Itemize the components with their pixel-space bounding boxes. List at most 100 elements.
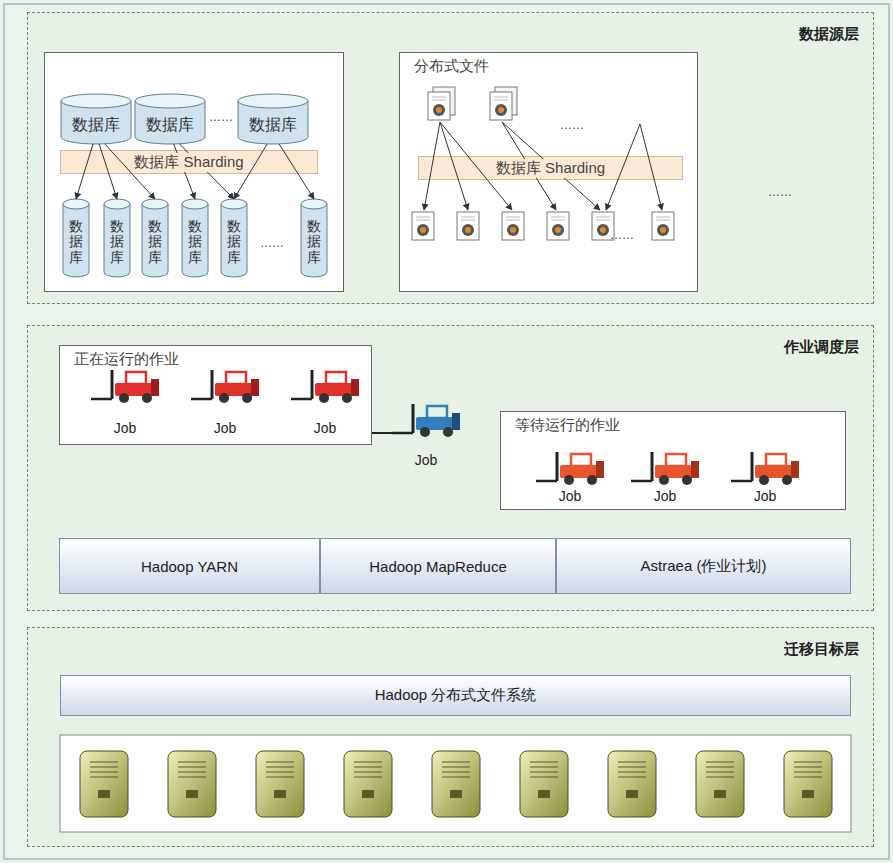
database-cylinder: 数据库 bbox=[237, 93, 309, 145]
database-cylinder: 数据库 bbox=[141, 198, 169, 278]
database-cylinder: 数据库 bbox=[300, 198, 328, 278]
job-label: Job bbox=[654, 488, 677, 504]
layer-panel: 迁移目标层 Hadoop 分布式文件系统 bbox=[27, 627, 874, 847]
node-label: 等待运行的作业 bbox=[501, 412, 845, 435]
forklift-icon bbox=[536, 452, 604, 485]
node-label: 数据库 bbox=[188, 219, 202, 265]
node-label: 正在运行的作业 bbox=[60, 346, 371, 369]
sharding-arrow bbox=[234, 144, 267, 199]
file-arrow bbox=[424, 122, 440, 210]
sharding-arrow bbox=[76, 144, 93, 199]
node-label: Hadoop 分布式文件系统 bbox=[375, 686, 537, 705]
component-bar: Hadoop 分布式文件系统 bbox=[60, 675, 851, 716]
sharding-arrow bbox=[174, 144, 195, 199]
forklift-icon bbox=[191, 370, 259, 403]
file-arrow bbox=[640, 124, 662, 210]
database-cylinder: 数据库 bbox=[60, 93, 132, 145]
node-label: 数据库 bbox=[148, 219, 162, 265]
component-bar: Hadoop MapReduce bbox=[320, 538, 556, 594]
ellipsis-label: …… bbox=[209, 110, 233, 124]
forklift-icon bbox=[392, 404, 460, 437]
server-icon bbox=[168, 751, 216, 817]
job-label: Job bbox=[559, 488, 582, 504]
node-label: 数据库 bbox=[69, 219, 83, 265]
node-label: Hadoop YARN bbox=[141, 558, 238, 575]
file-arrow bbox=[440, 122, 512, 210]
node-label: 分布式文件 bbox=[400, 53, 697, 76]
database-cylinder: 数据库 bbox=[103, 198, 131, 278]
file-arrow bbox=[606, 124, 640, 210]
forklift-icon bbox=[631, 452, 699, 485]
node-label: 数据库 bbox=[307, 219, 321, 265]
node-label: 数据库 Sharding bbox=[493, 159, 608, 178]
server-icon bbox=[696, 751, 744, 817]
server-frame bbox=[60, 735, 851, 832]
file-icon bbox=[412, 212, 434, 240]
cylinder-top bbox=[61, 94, 131, 108]
cylinder-top bbox=[63, 199, 89, 209]
file-icon bbox=[502, 212, 524, 240]
group-box: 分布式文件数据库 Sharding bbox=[399, 52, 698, 292]
server-icon bbox=[432, 751, 480, 817]
ellipsis-label: …… bbox=[260, 236, 284, 250]
component-bar: Hadoop YARN bbox=[59, 538, 320, 594]
server-icon bbox=[608, 751, 656, 817]
forklift-icon bbox=[731, 452, 799, 485]
job-label: Job bbox=[415, 452, 438, 468]
job-label: Job bbox=[314, 420, 337, 436]
layer-panel: 数据源层数据库数据库数据库数据库 Sharding数据库数据库数据库数据库数据库… bbox=[27, 12, 874, 304]
cylinder-top bbox=[135, 94, 205, 108]
sharding-band: 数据库 Sharding bbox=[418, 156, 683, 180]
sharding-arrow bbox=[279, 144, 314, 199]
server-icon bbox=[256, 751, 304, 817]
forklift-icon bbox=[291, 370, 359, 403]
cylinder-body bbox=[142, 204, 168, 277]
node-label: 数据源层 bbox=[28, 13, 873, 44]
database-cylinder: 数据库 bbox=[62, 198, 90, 278]
forklift-icon bbox=[91, 370, 159, 403]
ellipsis-label: …… bbox=[610, 228, 634, 242]
layer-panel: 作业调度层正在运行的作业等待运行的作业Hadoop YARNHadoop Map… bbox=[27, 325, 874, 611]
node-label: 数据库 bbox=[72, 115, 120, 136]
server-icon bbox=[784, 751, 832, 817]
node-label: 数据库 bbox=[249, 115, 297, 136]
ellipsis-label: …… bbox=[560, 118, 584, 132]
database-cylinder: 数据库 bbox=[181, 198, 209, 278]
ellipsis-label: …… bbox=[768, 185, 792, 199]
node-label: Hadoop MapReduce bbox=[369, 558, 507, 575]
cylinder-body bbox=[301, 204, 327, 277]
server-icon bbox=[520, 751, 568, 817]
node-label: 迁移目标层 bbox=[28, 628, 873, 659]
file-arrow bbox=[440, 122, 468, 210]
file-icon bbox=[547, 212, 569, 240]
outer-frame bbox=[4, 4, 889, 859]
file-arrow bbox=[502, 122, 556, 210]
cylinder-top bbox=[142, 199, 168, 209]
file-icon bbox=[490, 87, 517, 120]
cylinder-top bbox=[238, 94, 308, 108]
job-label: Job bbox=[114, 420, 137, 436]
node-label: 数据库 Sharding bbox=[131, 153, 246, 172]
node-label: Astraea (作业计划) bbox=[641, 557, 767, 576]
database-cylinder: 数据库 bbox=[220, 198, 248, 278]
cylinder-top bbox=[221, 199, 247, 209]
cylinder-body bbox=[182, 204, 208, 277]
file-icon bbox=[652, 212, 674, 240]
cylinder-body bbox=[104, 204, 130, 277]
cylinder-top bbox=[104, 199, 130, 209]
sharding-arrow bbox=[105, 144, 155, 199]
file-icon bbox=[457, 212, 479, 240]
component-bar: Astraea (作业计划) bbox=[556, 538, 851, 594]
cylinder-top bbox=[182, 199, 208, 209]
node-label: 数据库 bbox=[110, 219, 124, 265]
database-cylinder: 数据库 bbox=[134, 93, 206, 145]
server-icon bbox=[344, 751, 392, 817]
node-label: 数据库 bbox=[227, 219, 241, 265]
file-arrow bbox=[502, 122, 600, 210]
node-label: 数据库 bbox=[146, 115, 194, 136]
job-link bbox=[372, 432, 392, 434]
server-icon bbox=[80, 751, 128, 817]
sharding-arrow bbox=[180, 144, 234, 199]
job-label: Job bbox=[214, 420, 237, 436]
cylinder-body bbox=[221, 204, 247, 277]
